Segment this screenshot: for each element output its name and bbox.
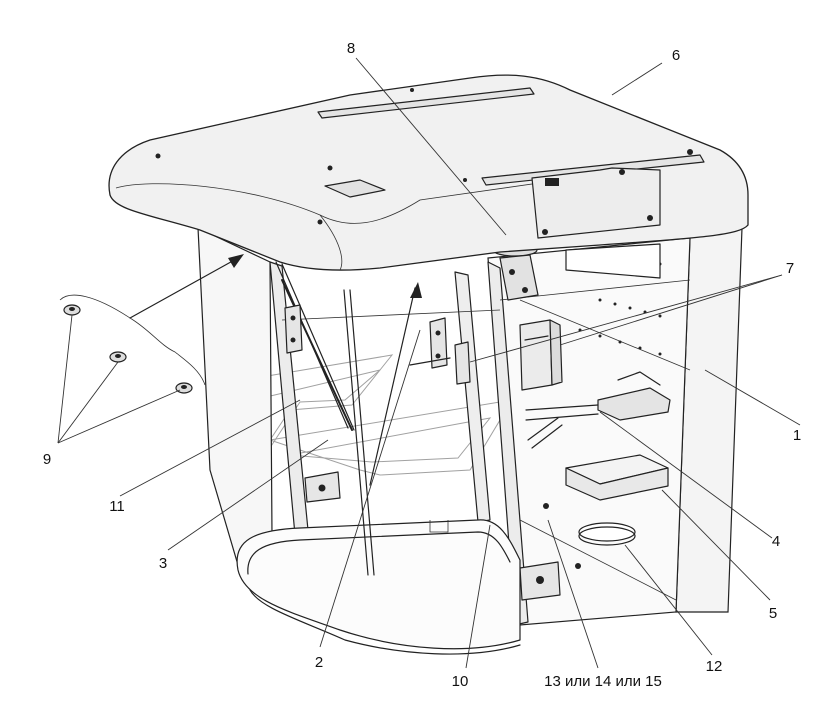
arrow-left: [129, 254, 244, 319]
nut-1: [63, 304, 81, 316]
arrow-middle: [369, 282, 422, 486]
nut-3: [175, 382, 193, 394]
front-hinges: [284, 304, 471, 385]
rear-window: [565, 243, 661, 279]
floor-frame: [236, 519, 521, 655]
seat-cushion: [565, 454, 669, 501]
label-12: 12: [706, 658, 723, 675]
fastener-nuts: [63, 304, 193, 394]
wall-box: [519, 319, 563, 391]
label-1: 1: [793, 427, 801, 444]
label-3: 3: [159, 555, 167, 572]
label-7: 7: [786, 260, 794, 277]
label-5: 5: [769, 605, 777, 622]
front-pillar: [269, 261, 309, 536]
seat-bracket: [525, 371, 671, 421]
clamp-ring: [578, 522, 636, 546]
leader-lines: [57, 57, 801, 669]
label-8: 8: [347, 40, 355, 57]
part-labels: 1 2 3 4 5 6 7 8 9 10 11 12 13 или 14 или…: [43, 40, 801, 690]
roof-hatch: [324, 179, 386, 198]
label-13-14-15: 13 или 14 или 15: [544, 673, 662, 690]
label-6: 6: [672, 47, 680, 64]
nut-2: [109, 351, 127, 363]
label-11: 11: [109, 498, 125, 515]
door-rods: [275, 261, 375, 576]
rear-pillar: [487, 261, 529, 626]
middle-pillar: [454, 271, 491, 523]
left-side-wall: [197, 227, 273, 567]
roof-rail-top: [317, 87, 535, 119]
label-4: 4: [772, 533, 780, 550]
roof: [108, 74, 749, 271]
label-9: 9: [43, 451, 51, 468]
label-2: 2: [315, 654, 323, 671]
label-10: 10: [452, 673, 469, 690]
